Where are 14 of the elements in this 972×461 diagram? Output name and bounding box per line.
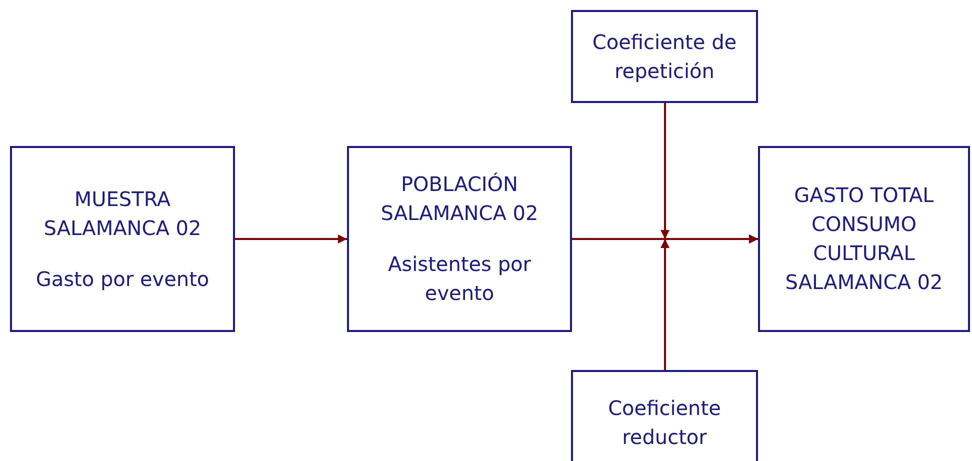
node-text: Gasto por evento — [36, 266, 210, 292]
arrow — [660, 234, 758, 370]
node-text: POBLACIÓN SALAMANCA 02 — [380, 171, 540, 227]
arrow — [235, 234, 347, 244]
process-box — [347, 146, 572, 332]
node-text: Coeficiente de repetición — [591, 28, 738, 84]
node-text: GASTO TOTAL CONSUMO CULTURAL SALAMANCA 02 — [784, 182, 944, 296]
node-text: MUESTRA SALAMANCA 02 — [42, 186, 202, 242]
node-text: Coeficiente reductor — [607, 395, 722, 451]
node-text: Asistentes por evento — [387, 251, 532, 307]
process-box — [571, 370, 758, 461]
process-box — [10, 146, 235, 332]
process-box — [571, 10, 758, 103]
process-box — [758, 146, 970, 332]
